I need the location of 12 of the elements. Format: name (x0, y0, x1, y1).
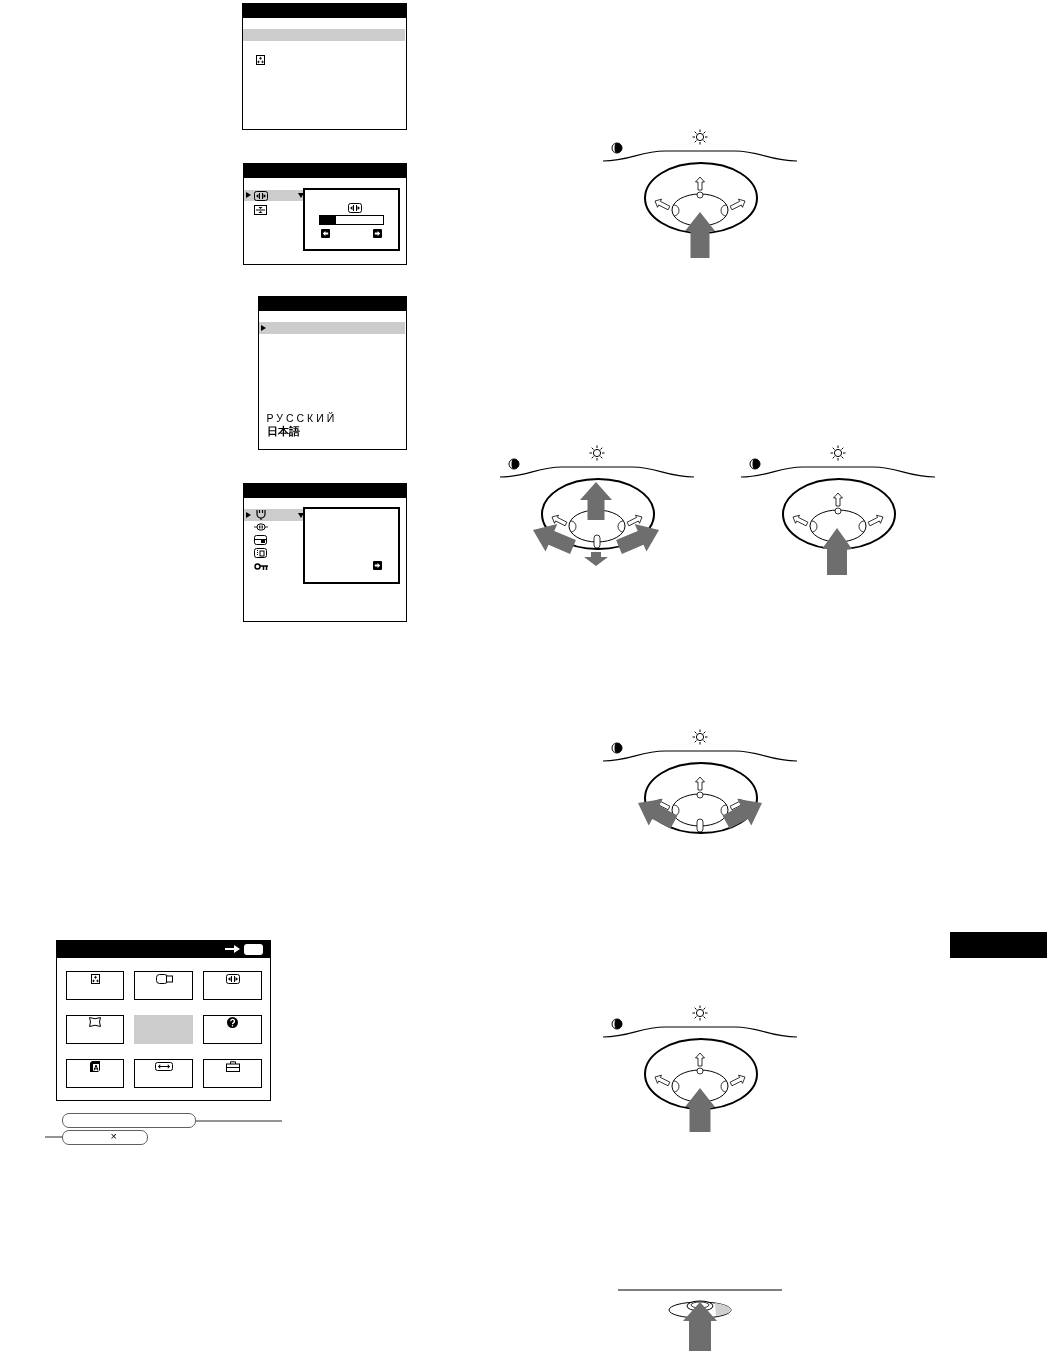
callout-pill (62, 1130, 148, 1145)
menu-window (243, 483, 407, 622)
language-option: 日本語 (266, 425, 300, 437)
menu-window (258, 296, 407, 450)
leader-line (44, 1136, 63, 1138)
language-option: РУССКИЙ (266, 412, 338, 423)
menu-window (243, 163, 407, 265)
callout-pill (62, 1113, 196, 1128)
menu-window (56, 940, 271, 1101)
pill-label: × (110, 1130, 117, 1142)
leader-line (195, 1120, 283, 1122)
menu-window (242, 3, 407, 130)
